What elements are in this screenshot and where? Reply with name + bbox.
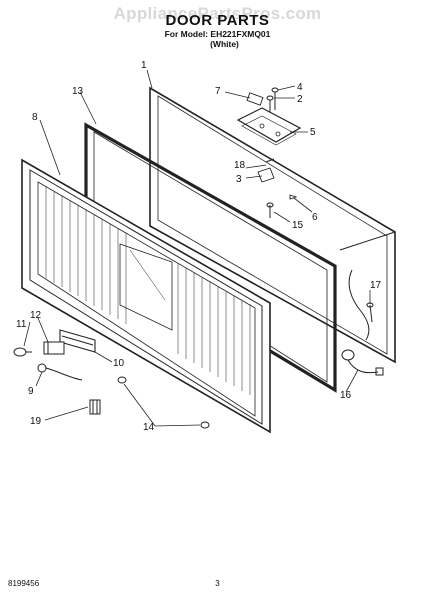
- callout-8: 8: [32, 112, 38, 123]
- callout-9: 9: [28, 386, 34, 397]
- callout-10: 10: [113, 358, 125, 369]
- lamp-socket-part-12: [43, 341, 65, 355]
- callout-2: 2: [297, 94, 303, 105]
- leader-lines: [23, 69, 371, 427]
- callout-11: 11: [16, 319, 27, 330]
- handle-part-10: [59, 329, 96, 353]
- callout-12: 12: [30, 310, 42, 321]
- callout-4: 4: [297, 82, 303, 93]
- callout-3: 3: [236, 174, 242, 185]
- callout-6: 6: [312, 212, 318, 223]
- door-panel-part-8: [21, 158, 271, 434]
- callout-16: 16: [340, 390, 352, 401]
- model-line: For Model: EH221FXMQ01: [164, 29, 271, 39]
- plug-part-19: [89, 399, 101, 415]
- watermark: AppliancePartsPros.com: [113, 4, 322, 23]
- callout-14: 14: [143, 422, 155, 433]
- cap-plugs-part-14: [117, 376, 210, 429]
- bulb-part-11: [13, 347, 32, 357]
- callout-17: 17: [370, 280, 382, 291]
- callout-7: 7: [215, 86, 221, 97]
- callout-19: 19: [30, 416, 42, 427]
- door-liner-part-1: [149, 86, 396, 364]
- variant-label: (White): [210, 39, 239, 49]
- callout-15: 15: [292, 220, 304, 231]
- wire-harness-part-9: [37, 363, 83, 381]
- callout-1: 1: [141, 60, 147, 71]
- doc-number: 8199456: [8, 579, 40, 588]
- hinge-assembly: [236, 87, 302, 218]
- page-title: DOOR PARTS: [165, 12, 270, 29]
- cord-part-16: [341, 349, 384, 376]
- screw-part-17: [366, 302, 374, 323]
- callout-5: 5: [310, 127, 316, 138]
- callout-18: 18: [234, 160, 246, 171]
- callout-13: 13: [72, 86, 84, 97]
- page-number: 3: [215, 579, 220, 588]
- callout-labels: 1 2 3 4 5 6 7 8 9 10 11 12 13 14 15 16 1…: [16, 60, 382, 433]
